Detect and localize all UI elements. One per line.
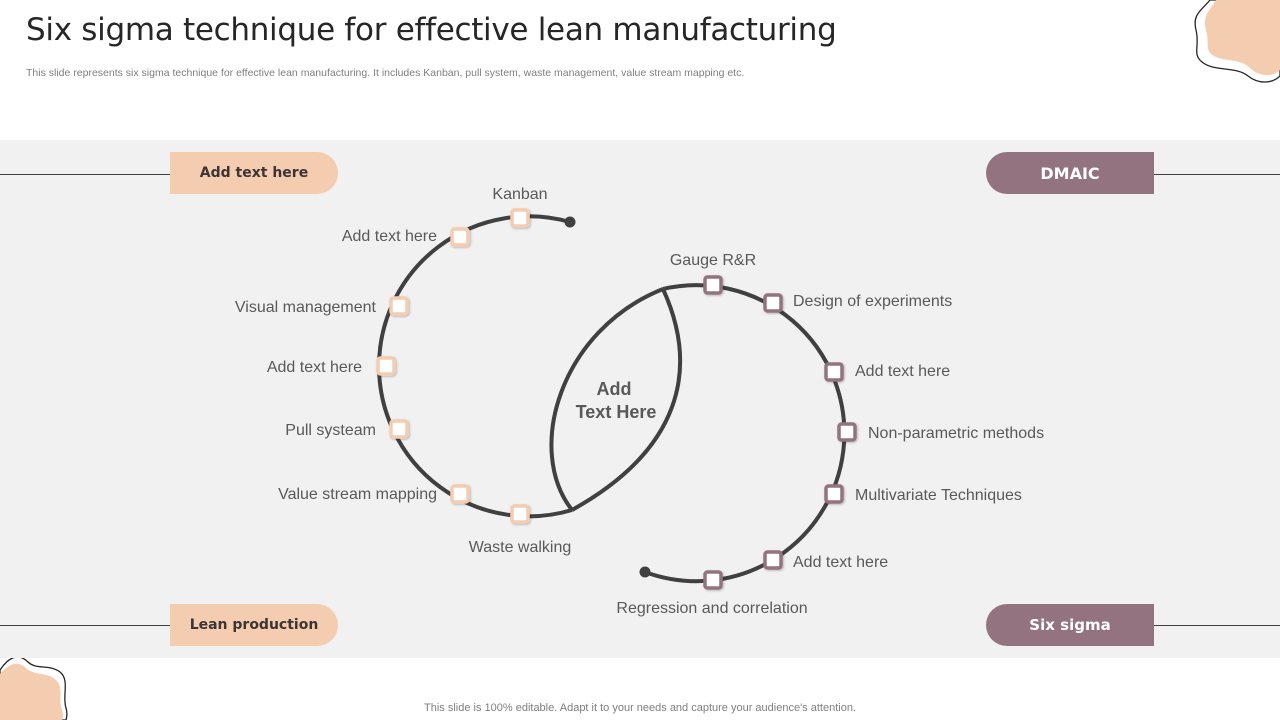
sigma-marker	[763, 550, 783, 570]
sigma-marker	[824, 362, 844, 382]
lean-item-label: Pull systeam	[285, 422, 376, 439]
connector-line-top-right	[1154, 174, 1280, 175]
sigma-item-label: Regression and correlation	[616, 600, 807, 617]
page-subtitle: This slide represents six sigma techniqu…	[26, 67, 745, 79]
pill-top-left: Add text here	[170, 152, 338, 194]
lean-arc-end-dot	[564, 216, 576, 228]
lean-marker	[389, 296, 409, 316]
sigma-item-label: Design of experiments	[793, 293, 952, 310]
sigma-marker	[763, 293, 783, 313]
lean-item-label: Kanban	[492, 186, 547, 203]
page-title: Six sigma technique for effective lean m…	[26, 12, 837, 48]
sigma-item-label: Add text here	[855, 363, 950, 380]
decorative-blob-top-right	[1194, 0, 1280, 83]
sigma-item-label: Gauge R&R	[670, 252, 756, 269]
lean-marker	[450, 484, 470, 504]
lean-arc	[377, 214, 573, 519]
lean-item-label: Value stream mapping	[278, 486, 437, 503]
sigma-item-label: Non-parametric methods	[868, 425, 1044, 442]
pill-lean-production: Lean production	[170, 604, 338, 646]
lean-item-label: Visual management	[235, 299, 377, 316]
center-text-line1: Add	[597, 379, 632, 399]
lens-right-curve	[571, 288, 682, 512]
decorative-blob-bottom-left	[0, 656, 68, 720]
connector-line-bottom-right	[1154, 625, 1280, 626]
lean-marker	[510, 504, 530, 524]
lean-marker	[450, 227, 470, 247]
sigma-arc-end-dot	[639, 566, 651, 578]
lean-marker	[389, 419, 409, 439]
center-text-line2: Text Here	[576, 402, 657, 422]
lean-marker	[376, 356, 396, 376]
sigma-marker	[837, 422, 857, 442]
sigma-marker	[703, 275, 723, 295]
connector-line-top-left	[0, 174, 170, 175]
sigma-item-label: Add text here	[793, 554, 888, 571]
lean-marker	[510, 208, 530, 228]
connector-line-bottom-left	[0, 625, 170, 626]
lean-item-label: Add text here	[267, 359, 362, 376]
lens-left-curve	[549, 287, 664, 512]
pill-six-sigma: Six sigma	[986, 604, 1154, 646]
lean-item-label: Waste walking	[469, 539, 572, 556]
lean-item-label: Add text here	[342, 228, 437, 245]
sigma-item-label: Multivariate Techniques	[855, 487, 1022, 504]
pill-dmaic: DMAIC	[986, 152, 1154, 194]
footer-note: This slide is 100% editable. Adapt it to…	[424, 702, 856, 714]
sigma-marker	[703, 570, 723, 590]
sigma-arc	[644, 283, 847, 584]
sigma-marker	[824, 484, 844, 504]
